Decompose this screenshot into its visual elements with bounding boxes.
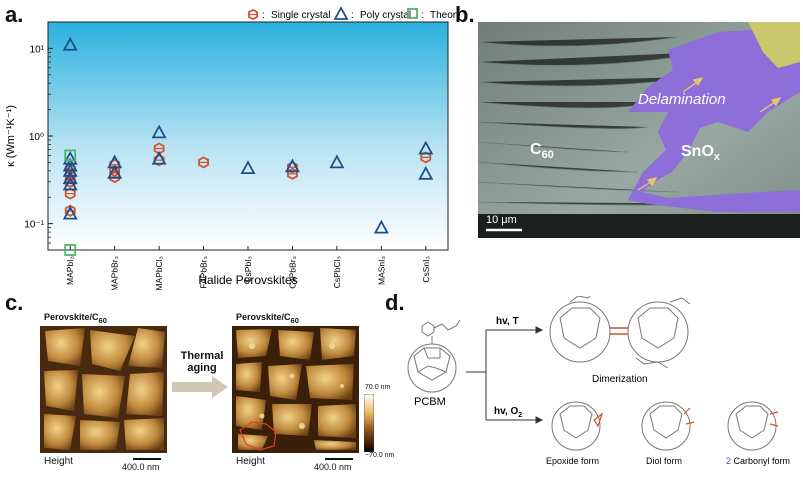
pcbm-reaction-scheme: PCBM hv, T hv, O2 Dimerization Epoxide f…: [407, 296, 790, 466]
thermal-aging-arrow: [172, 376, 228, 398]
poly-crystal-point: [62, 176, 78, 191]
legend-prefix-single: :: [262, 10, 265, 21]
sem-scalebar-label: 10 μm: [486, 214, 517, 226]
legend-marker-single: [248, 8, 258, 21]
afm-image-right: [232, 326, 359, 453]
afm-image-left: [40, 326, 167, 453]
x-tick-label: CsPbCl₃: [332, 256, 342, 288]
colorbar-bottom-label: −70.0 nm: [365, 452, 395, 459]
dimer-molecule: [549, 296, 691, 369]
sem-image: Delamination C60 SnOx 10 μm: [478, 22, 800, 238]
poly-crystal-point: [240, 160, 256, 175]
legend-marker-poly: [333, 6, 349, 20]
diol-label: Diol form: [646, 456, 682, 466]
reaction-arrows: [466, 326, 544, 424]
poly-crystal-point: [151, 150, 167, 165]
y-tick-label: 10¹: [30, 44, 45, 55]
x-tick-label: FAPbBr₃: [199, 256, 209, 289]
poly-crystal-point: [284, 158, 300, 173]
panel-label-d: d.: [385, 290, 405, 315]
afm-colorbar: [364, 394, 374, 452]
c60-label: C60: [530, 141, 554, 161]
theory-point: [64, 244, 77, 256]
thermal-conductivity-chart: 10¹ 10⁰ 10⁻¹ MAPbI₃ MAPbBr₃ MAPbCl₃ FAPbBr₃ Cs…: [5, 6, 460, 290]
poly-crystal-point: [107, 164, 123, 179]
legend-prefix-poly: :: [351, 10, 354, 21]
x-tick-label: MAPbCl₃: [154, 256, 164, 290]
oxidized-molecules: [551, 401, 777, 451]
poly-crystal-point: [62, 36, 78, 51]
legend-prefix-theory: :: [421, 10, 424, 21]
theory-point: [64, 149, 77, 162]
legend-label-theory: Theory: [430, 10, 460, 21]
afm-right-scalebar: [325, 458, 353, 460]
poly-crystal-point: [62, 162, 78, 177]
afm-right-title: Perovskite/C60: [236, 312, 299, 325]
single-crystal-point: [198, 156, 209, 169]
poly-crystal-point: [329, 154, 345, 169]
afm-region-outline: [239, 421, 277, 451]
x-tick-label: MAPbI₃: [65, 256, 75, 285]
carbonyl-label: 2 Carbonyl form: [726, 456, 790, 466]
afm-left-scalebar: [133, 458, 161, 460]
panel-label-b: b.: [455, 2, 475, 27]
pcbm-label: PCBM: [414, 396, 446, 408]
delamination-arrows: [637, 76, 782, 191]
delamination-label: Delamination: [638, 91, 726, 108]
poly-crystal-point: [62, 205, 78, 220]
afm-left-height-label: Height: [44, 456, 73, 467]
dimerization-label: Dimerization: [592, 374, 648, 385]
single-crystal-point: [287, 167, 298, 180]
single-crystal-point: [420, 151, 432, 164]
colorbar-top-label: 70.0 nm: [365, 384, 391, 391]
poly-crystal-point: [373, 219, 389, 234]
poly-crystal-point: [418, 140, 434, 155]
poly-crystal-point: [62, 170, 78, 185]
oxygen-groups: [593, 407, 779, 428]
poly-crystal-point: [418, 165, 434, 180]
legend-label-single: Single crystal: [271, 10, 330, 21]
legend: : Single crystal : Poly crystal : Theory: [248, 6, 460, 21]
x-tick-label: CsPbI₃: [243, 256, 253, 283]
y-tick-label: 10⁰: [29, 132, 44, 143]
route-top-label: hv, T: [496, 316, 519, 327]
plot-background: [48, 22, 448, 250]
afm-right-scale-label: 400.0 nm: [314, 462, 352, 472]
yellow-layer: [748, 22, 800, 68]
x-tick-label: CsSnI₃: [421, 256, 431, 283]
legend-label-poly: Poly crystal: [360, 10, 411, 21]
legend-marker-theory: [407, 8, 418, 19]
pcbm-molecule: [407, 319, 461, 393]
route-bottom-label: hv, O2: [494, 406, 522, 419]
panel-label-a: a.: [5, 2, 24, 27]
afm-left-title: Perovskite/C60: [44, 312, 107, 325]
sem-bottom-band: [478, 214, 800, 238]
y-axis-label: κ (Wm⁻¹K⁻¹): [5, 105, 17, 167]
x-axis-label: Halide Perovskites: [198, 273, 297, 287]
single-crystal-point: [153, 142, 165, 155]
afm-right-height-label: Height: [236, 456, 265, 467]
sno-layer: [628, 28, 800, 212]
epoxide-label: Epoxide form: [546, 456, 599, 466]
dimer-bond: [610, 327, 628, 335]
x-tick-label: CsPbBr₃: [287, 256, 297, 289]
poly-crystal-point: [151, 124, 167, 139]
panel-label-c: c.: [5, 290, 24, 315]
y-tick-label: 10⁻¹: [24, 220, 44, 231]
afm-left-scale-label: 400.0 nm: [122, 462, 160, 472]
sno-label: SnOx: [681, 143, 721, 163]
x-tick-label: MAPbBr₃: [110, 256, 120, 290]
sem-texture: [478, 36, 800, 206]
x-tick-label: MASnI₃: [376, 256, 386, 285]
